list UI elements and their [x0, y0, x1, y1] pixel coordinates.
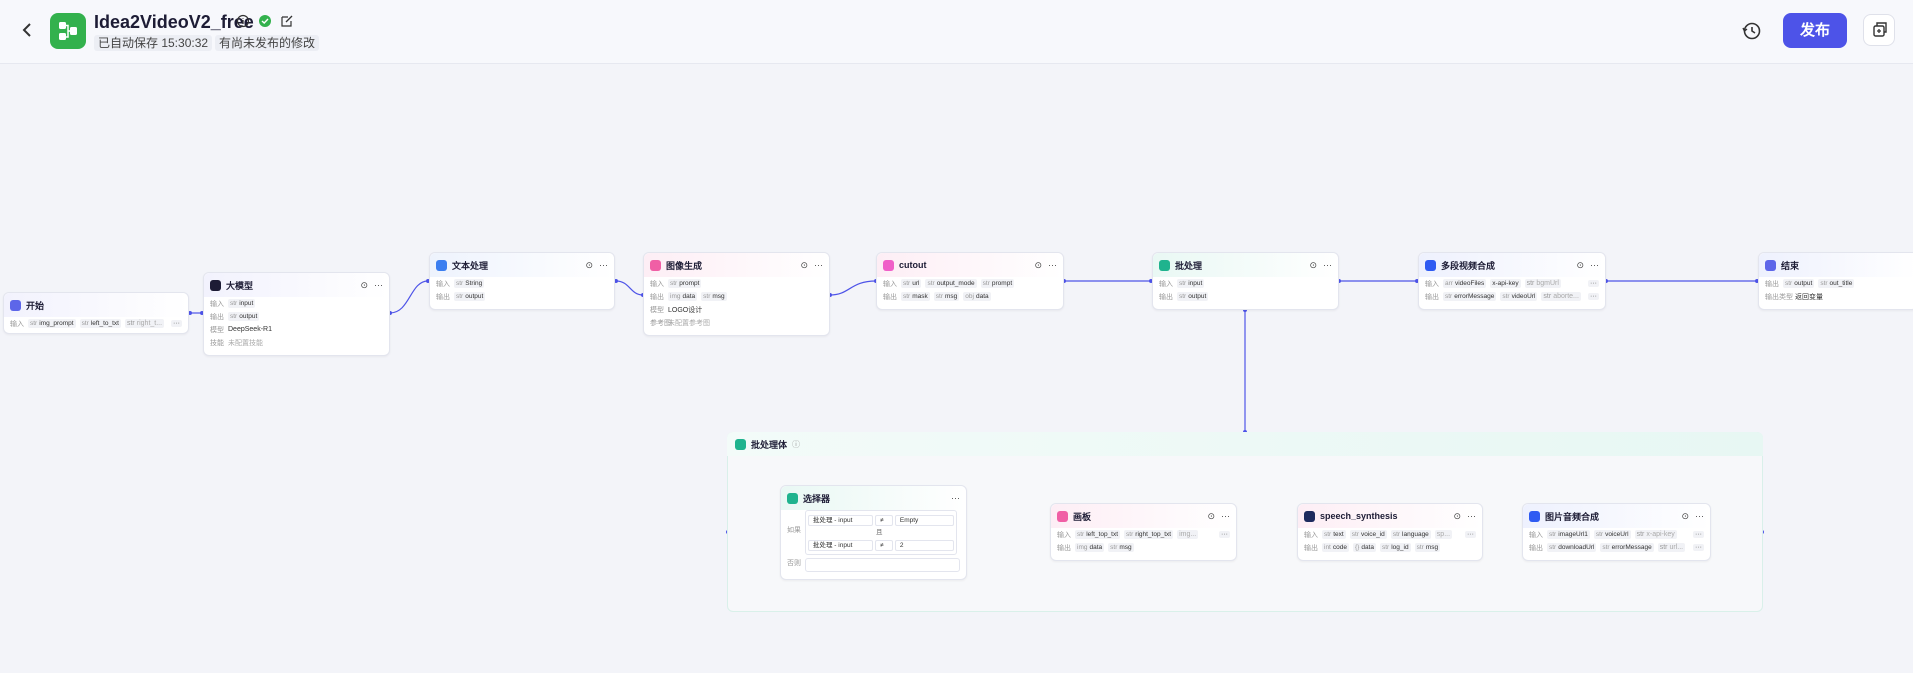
info-icon[interactable]: ⓘ — [792, 439, 801, 449]
end-node-icon — [1765, 259, 1776, 271]
node-title: 多段视频合成 — [1441, 260, 1496, 271]
info-icon[interactable] — [236, 14, 250, 28]
run-icon[interactable]: ⊙ — [1453, 510, 1461, 521]
more-icon[interactable]: ··· — [1323, 259, 1332, 270]
history-icon[interactable] — [1741, 20, 1763, 42]
more-icon[interactable]: ··· — [1590, 259, 1599, 270]
more-icon[interactable]: ··· — [1221, 510, 1230, 521]
node-title: 批处理 — [1175, 260, 1203, 271]
model-name: DeepSeek-R1 — [228, 326, 272, 333]
top-bar: Idea2VideoV2_free 已自动保存 15:30:32 有尚未发布的修… — [0, 0, 1913, 64]
app-logo — [50, 13, 86, 49]
run-icon[interactable]: ⊙ — [1207, 510, 1215, 521]
node-selector[interactable]: 选择器 ··· 如果 批处理 - input ≠ Empty 且 批处理 - i… — [780, 485, 967, 580]
published-check-icon — [258, 14, 272, 28]
chevron-left-icon[interactable] — [18, 20, 38, 40]
image-node-icon — [650, 259, 661, 271]
unpublished-status: 有尚未发布的修改 — [215, 35, 320, 51]
more-params-button[interactable]: ··· — [171, 320, 182, 327]
more-icon[interactable]: ··· — [1467, 510, 1476, 521]
autosave-status: 已自动保存 15:30:32 — [94, 35, 213, 51]
more-icon[interactable]: ··· — [599, 259, 608, 270]
node-title: 开始 — [26, 300, 45, 311]
video-node-icon — [1425, 259, 1436, 271]
llm-node-icon — [210, 279, 221, 291]
node-title: 文本处理 — [452, 260, 489, 271]
batch-body-header: 批处理体 ⓘ — [727, 432, 1763, 456]
node-title: 选择器 — [803, 493, 831, 504]
run-icon[interactable]: ⊙ — [1576, 259, 1584, 270]
publish-button[interactable]: 发布 — [1783, 13, 1847, 48]
run-icon[interactable]: ⊙ — [1034, 259, 1042, 270]
edit-icon[interactable] — [280, 14, 294, 28]
more-icon[interactable]: ··· — [374, 279, 383, 290]
batch-body-icon — [735, 438, 746, 450]
more-icon[interactable]: ··· — [951, 493, 960, 503]
node-title: 画板 — [1073, 511, 1092, 522]
more-icon[interactable]: ··· — [814, 259, 823, 270]
node-title: 图像生成 — [666, 260, 703, 271]
app-title: Idea2VideoV2_free — [94, 12, 254, 32]
batch-node-icon — [1159, 259, 1170, 271]
node-title: speech_synthesis — [1320, 511, 1398, 521]
run-icon[interactable]: ⊙ — [1681, 510, 1689, 521]
run-icon[interactable]: ⊙ — [800, 259, 808, 270]
selector-node-icon — [787, 492, 798, 504]
node-title: 批处理体 — [751, 439, 788, 450]
more-icon[interactable]: ··· — [1048, 259, 1057, 270]
video-node-icon — [1529, 510, 1540, 522]
copy-icon[interactable] — [1863, 14, 1895, 46]
more-icon[interactable]: ··· — [1695, 510, 1704, 521]
run-icon[interactable]: ⊙ — [1309, 259, 1317, 270]
text-node-icon — [436, 259, 447, 271]
node-title: 结束 — [1781, 260, 1800, 271]
speech-node-icon — [1304, 510, 1315, 522]
start-node-icon — [10, 299, 21, 311]
run-icon[interactable]: ⊙ — [585, 259, 593, 270]
cutout-node-icon — [883, 259, 894, 271]
run-icon[interactable]: ⊙ — [360, 279, 368, 290]
node-title: 大模型 — [226, 280, 254, 291]
canvas-node-icon — [1057, 510, 1068, 522]
node-title: 图片音频合成 — [1545, 511, 1600, 522]
node-title: cutout — [899, 260, 927, 270]
